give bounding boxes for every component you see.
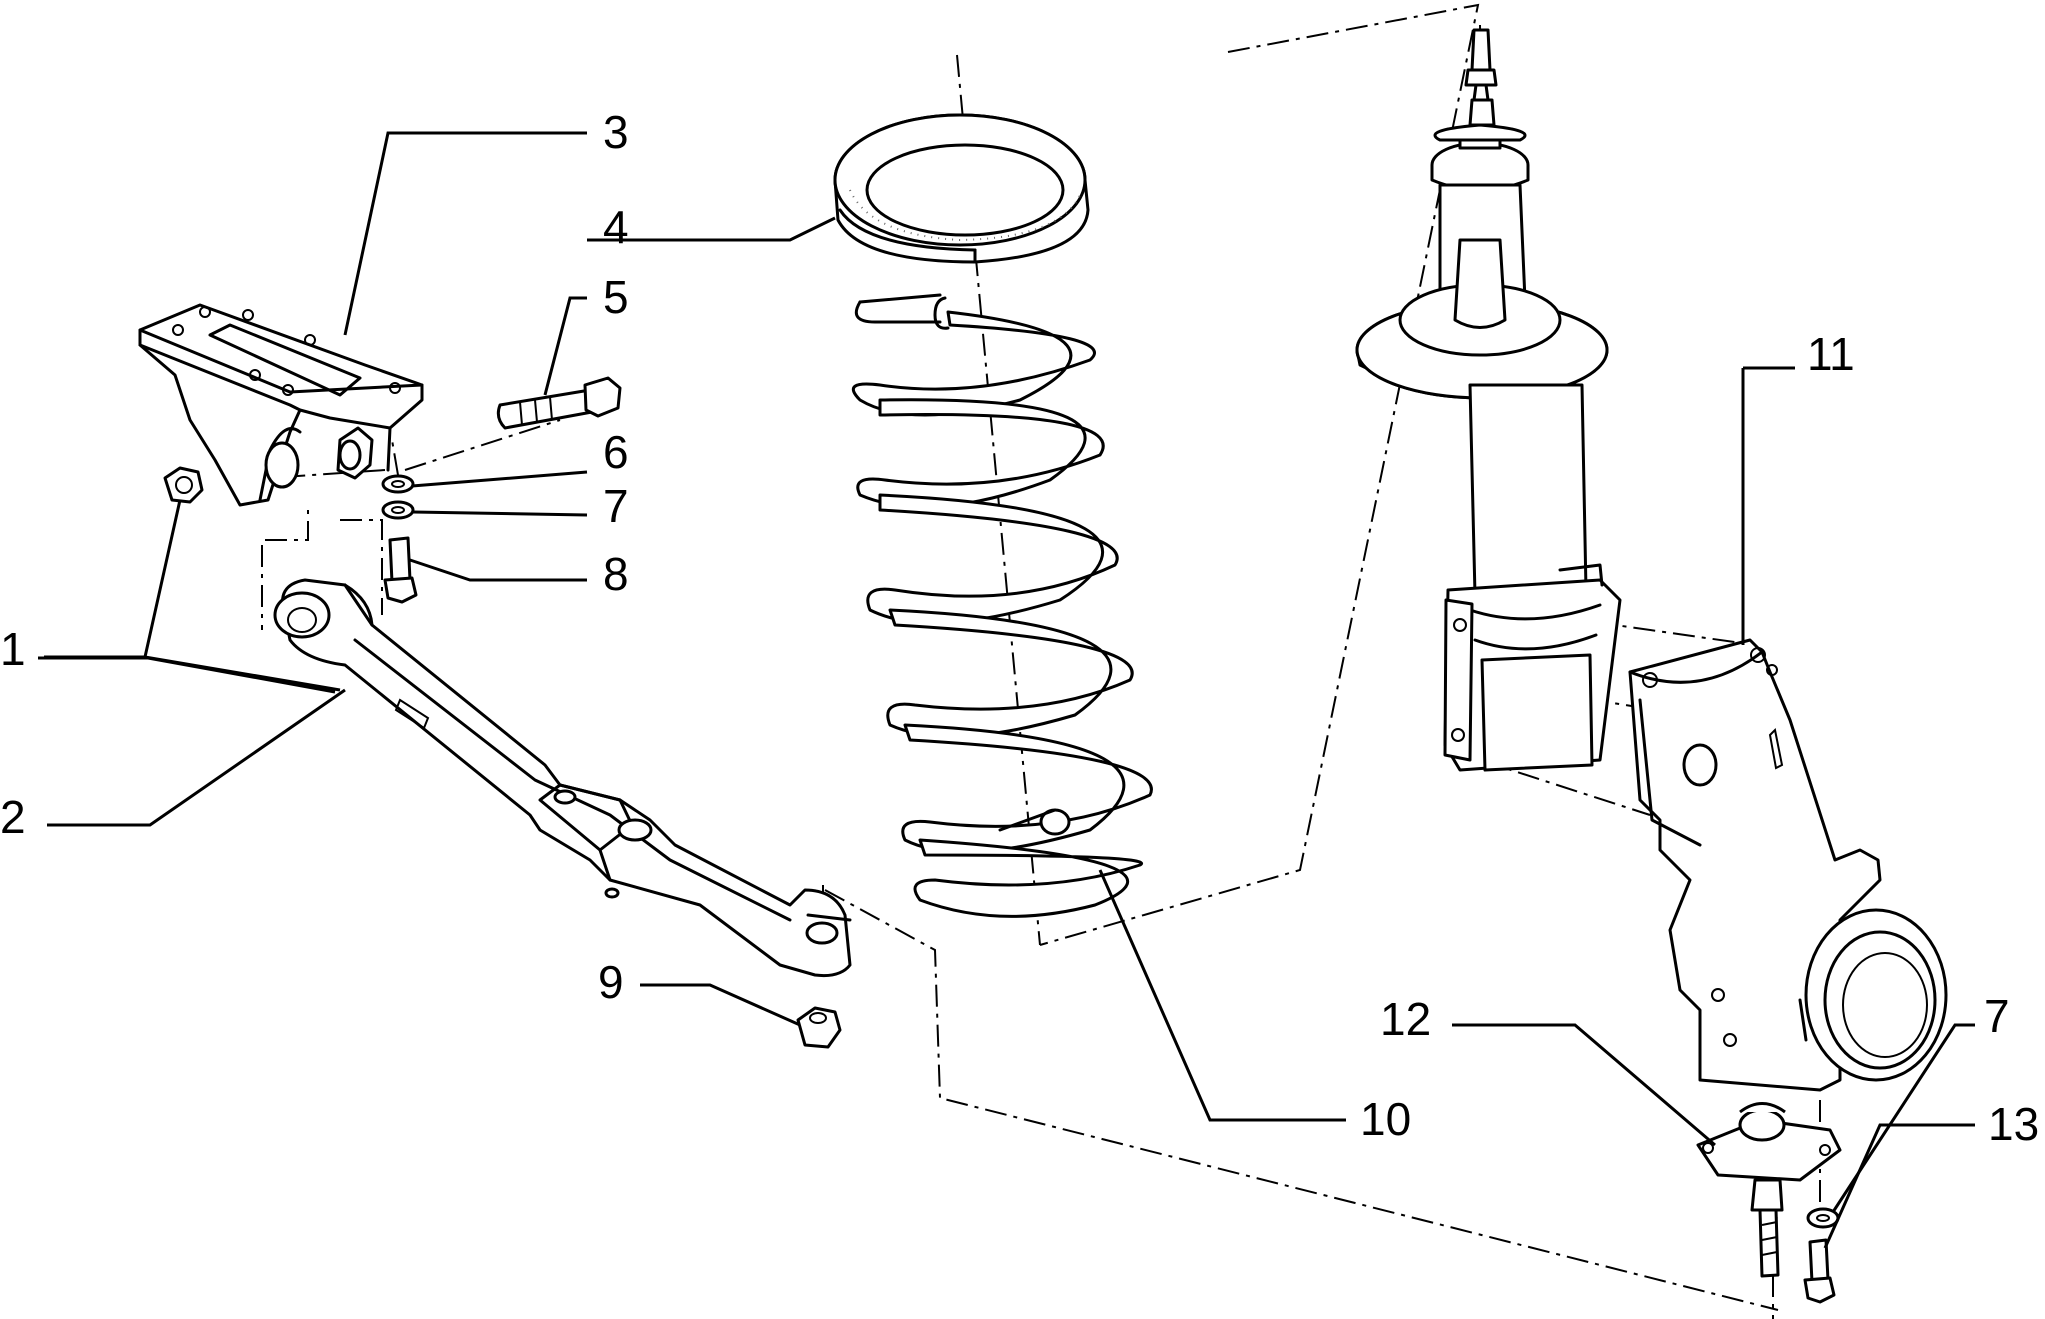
upper-bracket-part (138, 303, 424, 507)
bolt-part-5 (496, 376, 622, 430)
callout-4: 4 (603, 201, 629, 253)
washer-part-7a (381, 500, 415, 520)
callout-6: 6 (603, 426, 629, 478)
callout-12: 12 (1380, 993, 1431, 1045)
callout-2: 2 (0, 791, 26, 843)
washer-part-6 (381, 474, 415, 494)
callout-8: 8 (603, 548, 629, 600)
steering-knuckle-part (1628, 638, 1948, 1092)
lower-arm-part (273, 578, 852, 977)
screw-part-8 (383, 536, 418, 604)
coil-spring-part (851, 293, 1153, 918)
spring-seat-part (833, 113, 1090, 264)
callout-9: 9 (598, 956, 624, 1008)
nut-part-9 (796, 1006, 842, 1049)
callout-5: 5 (603, 271, 629, 323)
callout-7b: 7 (1984, 990, 2010, 1042)
ball-joint-part (1696, 1102, 1842, 1278)
screw-part-13 (1803, 1238, 1836, 1304)
callout-13: 13 (1988, 1098, 2039, 1150)
callout-1: 1 (0, 623, 26, 675)
strut-part (1355, 28, 1622, 772)
callout-labels: 1 2 3 4 5 6 7 7 8 9 10 11 12 13 (0, 106, 2039, 1150)
nut-part-1 (163, 466, 204, 504)
callout-7a: 7 (603, 480, 629, 532)
leader-lines (38, 131, 1975, 1249)
callout-11: 11 (1807, 328, 1855, 380)
callout-10: 10 (1360, 1093, 1411, 1145)
callout-3: 3 (603, 106, 629, 158)
